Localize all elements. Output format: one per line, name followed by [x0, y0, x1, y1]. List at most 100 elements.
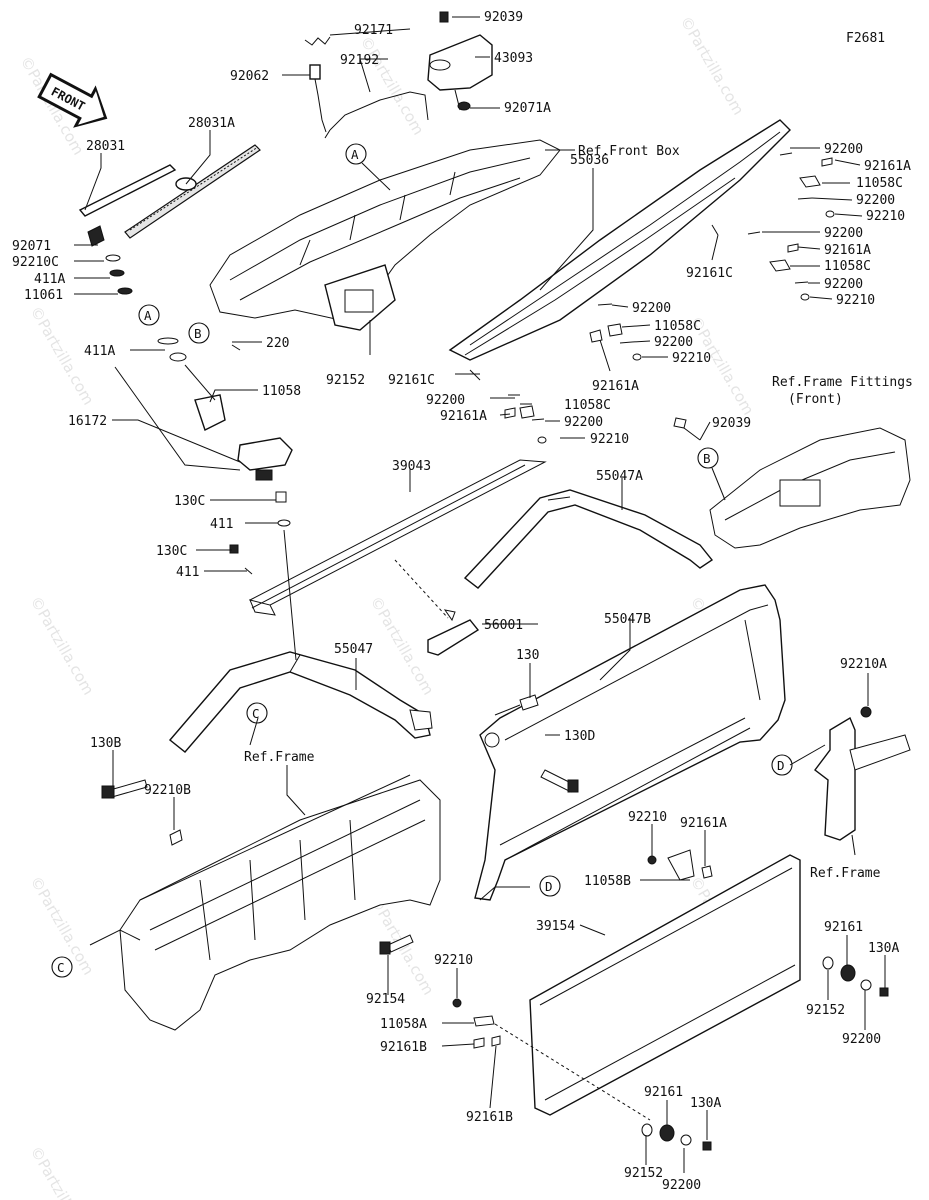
- windshield-clips-mid: [469, 303, 642, 444]
- part-label: 130D: [564, 729, 595, 744]
- callout-d-right: D: [771, 754, 793, 776]
- washer-reservoir: [427, 34, 493, 111]
- part-label: 92152: [624, 1166, 663, 1181]
- part-label: 56001: [484, 618, 523, 633]
- washer-hose: [329, 91, 429, 131]
- ref-front-box-label: Ref.Front Box: [578, 144, 680, 159]
- part-label: 92210C: [12, 255, 59, 270]
- part-label: 28031: [86, 139, 125, 154]
- part-label: 92161A: [824, 243, 871, 258]
- callout-b-right: B: [697, 447, 726, 501]
- callout-a-label: A: [351, 147, 359, 162]
- part-label: 92161: [644, 1085, 683, 1100]
- part-label: 11058C: [564, 398, 611, 413]
- part-label: 92071A: [504, 101, 551, 116]
- part-label: 92210: [672, 351, 711, 366]
- rear-panel-hardware: [452, 849, 889, 1151]
- ref-frame-label-1: Ref.Frame: [244, 750, 315, 765]
- part-label: 16172: [68, 414, 107, 429]
- part-label: 92161A: [440, 409, 487, 424]
- part-label: 92152: [806, 1003, 845, 1018]
- part-label: 130C: [174, 494, 205, 509]
- part-label: 55047: [334, 642, 373, 657]
- figure-code: F2681: [846, 31, 885, 46]
- side-roll-cage: [474, 584, 786, 901]
- callout-c-label: C: [252, 706, 260, 721]
- part-label: 92210: [590, 432, 629, 447]
- callout-a-left: A: [138, 304, 160, 326]
- part-labels: 92171 92039 92192 43093 92062 92071A 280…: [12, 10, 913, 1193]
- part-label: 92152: [326, 373, 365, 388]
- front-box-tray: [209, 139, 561, 331]
- wiper-arm-blade: [78, 144, 261, 247]
- callout-b-label: B: [194, 326, 202, 341]
- rear-roll-bar: [463, 489, 714, 589]
- part-label: 92171: [354, 23, 393, 38]
- part-label: 130C: [156, 544, 187, 559]
- part-label: 92161C: [388, 373, 435, 388]
- callout-b-label: B: [703, 451, 711, 466]
- watermark: ©Partzilla.com: [357, 33, 428, 138]
- part-label: 92039: [484, 10, 523, 25]
- part-label: 130A: [690, 1096, 721, 1111]
- callout-d-label: D: [545, 879, 553, 894]
- ref-frame-label-2: Ref.Frame: [810, 866, 881, 881]
- part-label: 92192: [340, 53, 379, 68]
- bolt-92039-top: [439, 11, 449, 23]
- part-label: 92161C: [686, 266, 733, 281]
- cage-bolts: [101, 694, 579, 955]
- part-label: 92200: [824, 142, 863, 157]
- part-label: 92200: [662, 1178, 701, 1193]
- part-label: 92154: [366, 992, 405, 1007]
- part-label: 92039: [712, 416, 751, 431]
- part-label: 130A: [868, 941, 899, 956]
- part-label: 92161A: [864, 159, 911, 174]
- roof-panel: [249, 459, 547, 616]
- part-label: 43093: [494, 51, 533, 66]
- watermark: ©Partzilla.com: [27, 1143, 98, 1200]
- frame-bracket-right: [814, 706, 911, 841]
- part-label: 39043: [392, 459, 431, 474]
- callout-c-bottom: C: [51, 956, 73, 978]
- part-label: 55047A: [596, 469, 643, 484]
- part-label: 92200: [564, 415, 603, 430]
- main-frame: [89, 774, 441, 1031]
- part-label: 92210A: [840, 657, 887, 672]
- callout-d-mid: D: [539, 875, 561, 897]
- callout-a-label: A: [144, 308, 152, 323]
- part-label: 92200: [632, 301, 671, 316]
- part-label: 130: [516, 648, 539, 663]
- callout-c-label: C: [57, 960, 65, 975]
- frame-fittings-front: [673, 417, 911, 549]
- part-label: 55036: [570, 153, 609, 168]
- wiper-hardware: [105, 254, 187, 362]
- leader-lines: [74, 16, 886, 1173]
- part-label: 92161A: [680, 816, 727, 831]
- part-label: 92161A: [592, 379, 639, 394]
- part-label: 92200: [824, 277, 863, 292]
- part-label: 92210: [836, 293, 875, 308]
- part-label: 411: [176, 565, 199, 580]
- part-label: 411: [210, 517, 233, 532]
- part-label: 92161B: [466, 1110, 513, 1125]
- part-label: 11058: [262, 384, 301, 399]
- part-label: 92200: [426, 393, 465, 408]
- part-label: 39154: [536, 919, 575, 934]
- watermark: ©Partzilla.com: [367, 593, 438, 698]
- part-label: 92210B: [144, 783, 191, 798]
- wiper-motor: [184, 344, 293, 481]
- part-label: 28031A: [188, 116, 235, 131]
- callout-d-label: D: [777, 758, 785, 773]
- watermark: ©Partzilla.com: [27, 593, 98, 698]
- part-label: 92200: [824, 226, 863, 241]
- rear-panel: [529, 854, 801, 1116]
- callout-a-top: A: [345, 143, 391, 191]
- part-label: 11058C: [654, 319, 701, 334]
- part-label: 92161: [824, 920, 863, 935]
- windshield-panel: [448, 119, 791, 361]
- part-label: 411A: [34, 272, 65, 287]
- part-label: 92071: [12, 239, 51, 254]
- part-label: 11058B: [584, 874, 631, 889]
- part-label: 92161B: [380, 1040, 427, 1055]
